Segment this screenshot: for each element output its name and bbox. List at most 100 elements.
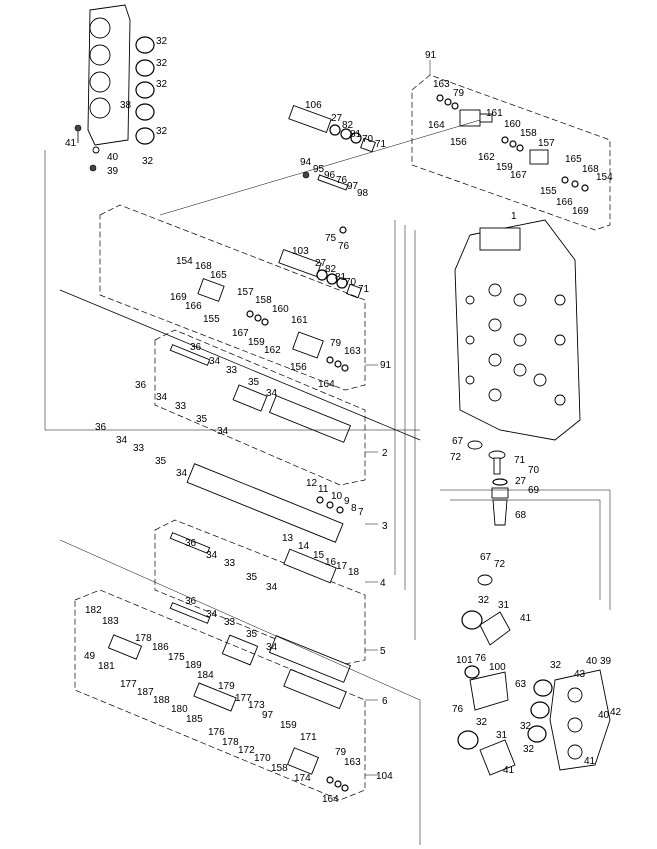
callout-177: 177 [235,693,252,704]
callout-76: 76 [336,175,348,186]
assembly-leader-lines [44,119,611,845]
callout-70: 70 [528,465,540,476]
callout-161: 161 [291,315,308,326]
callout-180: 180 [171,704,188,715]
plug-assembly-106 [288,105,376,153]
callout-154: 154 [596,172,613,183]
callout-167: 167 [510,170,527,181]
callout-158: 158 [271,763,288,774]
group-label-6: 6 [382,696,388,707]
callout-123: 97 [262,710,274,721]
callout-188: 188 [153,695,170,706]
callout-72: 72 [450,452,462,463]
spool-section-2: 2 [154,329,388,486]
spool-section-3: 3 [59,289,421,543]
callout-41: 41 [584,756,596,767]
plug-assembly-103 [278,249,362,299]
callout-71: 71 [358,284,370,295]
callout-76: 76 [475,653,487,664]
callout-31: 31 [498,600,510,611]
callout-81: 81 [335,272,347,283]
callout-13: 13 [282,533,294,544]
callout-32: 32 [550,660,562,671]
callout-182: 182 [85,605,102,616]
callout-175: 175 [168,652,185,663]
callout-32: 32 [520,721,532,732]
group-label-104: 104 [376,771,393,782]
callout-17: 17 [336,561,348,572]
callout-32: 32 [156,126,168,137]
callout-162: 162 [478,152,495,163]
callout-49: 49 [84,651,96,662]
callout-67: 67 [452,436,464,447]
callout-155: 155 [540,186,557,197]
callout-27: 27 [331,113,343,124]
callout-36: 36 [135,380,147,391]
callout-177: 177 [120,679,137,690]
callout-32: 32 [478,595,490,606]
callout-94: 94 [300,157,312,168]
callout-35: 35 [246,629,258,640]
callout-33: 33 [175,401,187,412]
callout-162: 162 [264,345,281,356]
callout-36: 36 [190,342,202,353]
callout-76: 76 [452,704,464,715]
callout-43: 43 [574,669,586,680]
group-label-4: 4 [380,578,386,589]
callout-32: 32 [476,717,488,728]
end-cover-43 [527,669,611,771]
callout-176: 176 [208,727,225,738]
callout-10: 10 [331,491,343,502]
callout-179: 179 [218,681,235,692]
callout-34: 34 [266,642,278,653]
callout-67: 67 [480,552,492,563]
callout-32: 32 [156,79,168,90]
callout-183: 183 [102,616,119,627]
callout-174: 174 [294,773,311,784]
callout-1: 1 [511,211,517,222]
callout-39: 39 [600,656,612,667]
callout-185: 185 [186,714,203,725]
callout-33: 33 [226,365,238,376]
callout-164: 164 [318,379,335,390]
callout-7: 7 [358,507,364,518]
spool-section-6: 6 [74,589,388,801]
cover-31-upper [461,574,511,646]
callout-189: 189 [185,660,202,671]
spool-section-4: 4 [154,519,386,666]
callout-100: 100 [489,662,506,673]
callout-103: 103 [292,246,309,257]
callout-158: 158 [520,128,537,139]
callout-8: 8 [351,503,357,514]
callout-164: 164 [428,120,445,131]
callout-33: 33 [224,558,236,569]
callout-75: 75 [325,233,337,244]
callout-36: 36 [185,538,197,549]
callout-164: 164 [322,794,339,805]
callout-35: 35 [196,414,208,425]
callout-71: 71 [375,139,387,150]
group-label-3: 3 [382,521,388,532]
callout-79: 79 [335,747,347,758]
callout-31: 31 [496,730,508,741]
callout-36: 36 [185,596,197,607]
relief-valve-68 [467,440,509,526]
group-label-91-mid: 91 [380,360,392,371]
callout-187: 187 [137,687,154,698]
callout-33: 33 [133,443,145,454]
callout-172: 172 [238,745,255,756]
callout-95: 95 [313,164,325,175]
callout-184: 184 [197,670,214,681]
callout-161: 161 [486,108,503,119]
callout-16: 16 [325,557,337,568]
callout-34: 34 [176,468,188,479]
callout-82: 82 [325,264,337,275]
callout-35: 35 [155,456,167,467]
callout-34: 34 [116,435,128,446]
callout-167: 167 [232,328,249,339]
callout-79: 79 [453,88,465,99]
callout-18: 18 [348,567,360,578]
callout-96: 96 [324,170,336,181]
callout-79: 79 [330,338,342,349]
